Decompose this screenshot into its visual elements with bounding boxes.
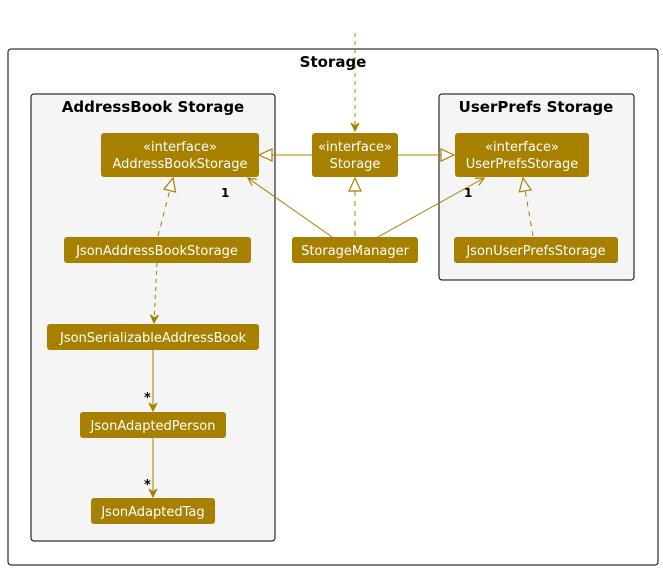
package-addressbook-title: AddressBook Storage [62,98,244,116]
class-userprefsstorage-stereotype: «interface» [485,140,559,155]
class-storage-name: Storage [330,157,381,172]
class-userprefsstorage-name: UserPrefsStorage [466,157,579,172]
class-storage-interface[interactable]: «interface» Storage [312,133,398,177]
class-jsonadaptedperson-name: JsonAdaptedPerson [90,419,216,434]
class-userprefsstorage-interface[interactable]: «interface» UserPrefsStorage [455,133,589,177]
class-jsonuserprefsstorage-name: JsonUserPrefsStorage [465,244,605,259]
class-storagemanager[interactable]: StorageManager [292,237,418,263]
edge-manager-to-userprefsstorage [377,178,484,238]
class-jsonadaptedperson[interactable]: JsonAdaptedPerson [80,412,226,438]
class-addressbookstorage-interface[interactable]: «interface» AddressBookStorage [101,133,259,177]
class-jsonaddressbookstorage-name: JsonAddressBookStorage [75,244,238,259]
mult-person-tag: * [144,478,151,493]
class-jsonadaptedtag[interactable]: JsonAdaptedTag [91,498,215,524]
class-jsonuserprefsstorage[interactable]: JsonUserPrefsStorage [454,237,618,263]
package-userprefs-title: UserPrefs Storage [459,98,614,116]
edge-jsonabs-uses-serializable [154,262,157,323]
class-storage-stereotype: «interface» [318,140,392,155]
edge-manager-to-addressbookstorage [248,178,333,238]
mult-manager-addressbook: 1 [221,186,229,200]
mult-serializable-person: * [144,391,151,406]
class-jsonadaptedtag-name: JsonAdaptedTag [100,505,204,520]
class-storagemanager-name: StorageManager [301,244,410,259]
class-jsonserializableaddressbook-name: JsonSerializableAddressBook [59,331,246,346]
class-addressbookstorage-stereotype: «interface» [143,140,217,155]
mult-manager-userprefs: 1 [464,186,472,200]
class-jsonserializableaddressbook[interactable]: JsonSerializableAddressBook [47,324,259,350]
package-storage-title: Storage [300,53,367,71]
class-addressbookstorage-name: AddressBookStorage [113,157,248,172]
class-jsonaddressbookstorage[interactable]: JsonAddressBookStorage [64,237,251,263]
